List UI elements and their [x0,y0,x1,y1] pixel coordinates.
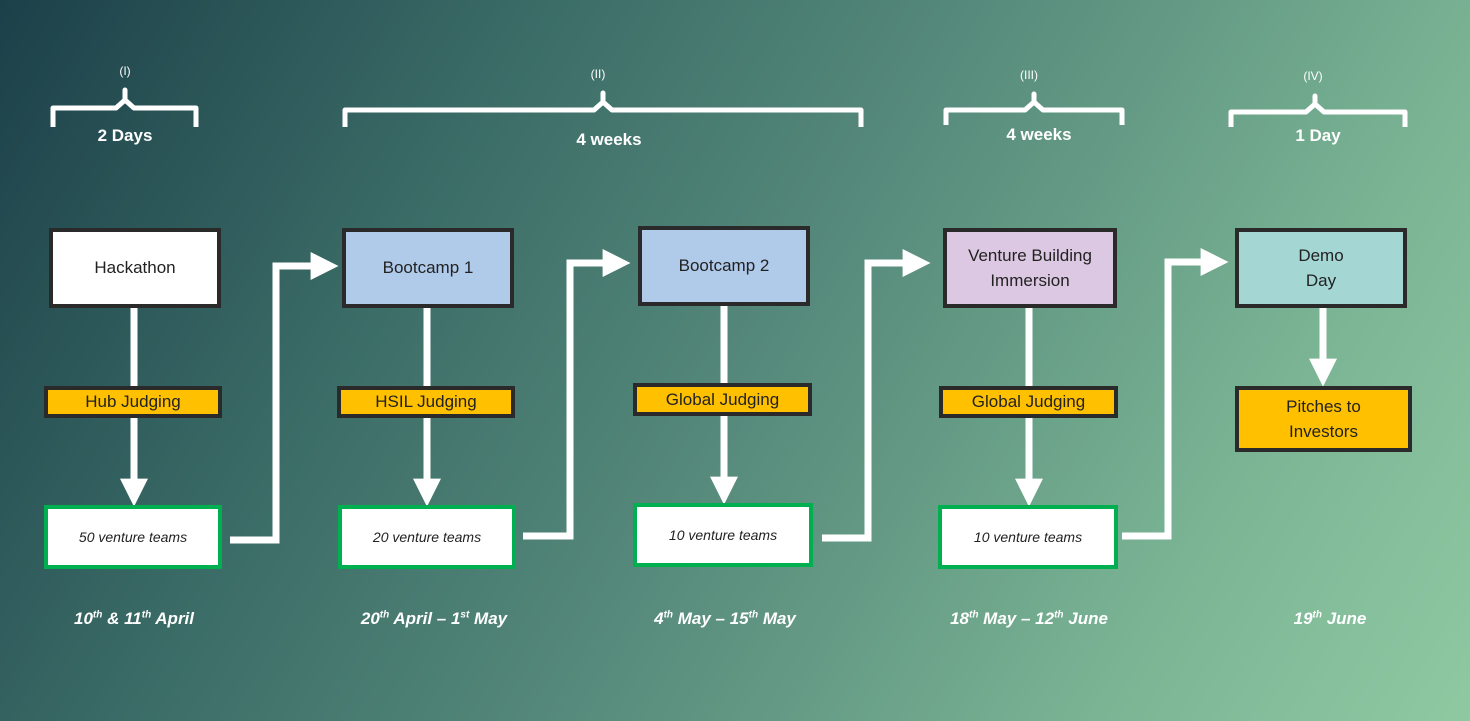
phase-2-duration: 4 weeks [576,130,642,149]
arrow-teams3-to-immersion [822,249,931,542]
pitches-to-investors: Pitches to Investors [1235,386,1412,452]
teams-label: 20 venture teams [372,529,482,545]
date-bootcamp-1: 20th April – 1st May [360,609,508,628]
judging-hsil: HSIL Judging [337,386,515,418]
judging-label: Hub Judging [85,392,181,412]
stage-label: Venture Building Immersion [968,245,1092,291]
arrow-teams1-to-bootcamp1 [230,252,339,544]
date-immersion: 18th May – 12th June [950,609,1108,628]
stage-bootcamp-2: Bootcamp 2 [638,226,810,306]
phase-3-numeral: (III) [1020,68,1038,82]
stage-hackathon: Hackathon [49,228,221,308]
stage-label: Bootcamp 2 [678,256,770,276]
stage-label: Hackathon [94,258,176,278]
brace-phase-1 [50,87,199,127]
brace-phase-2 [342,90,864,127]
teams-after-bootcamp-1: 20 venture teams [338,505,516,569]
date-bootcamp-2: 4th May – 15th May [654,609,796,628]
phase-1-numeral: (I) [119,64,131,78]
stage-label: Bootcamp 1 [382,258,474,278]
judging-global-2: Global Judging [939,386,1118,418]
stage-bootcamp-1: Bootcamp 1 [342,228,514,308]
phase-3-duration: 4 weeks [1006,125,1072,144]
arrow-teams2-to-bootcamp2 [523,249,631,540]
brace-phase-4 [1228,93,1408,127]
stage-venture-building-immersion: Venture Building Immersion [943,228,1117,308]
date-hackathon: 10th & 11th April [73,609,195,628]
phase-4-numeral: (IV) [1303,69,1323,83]
teams-after-bootcamp-2: 10 venture teams [633,503,813,567]
judging-global-1: Global Judging [633,383,812,416]
brace-phase-3 [943,91,1125,125]
teams-label: 10 venture teams [668,527,778,543]
teams-label: 10 venture teams [973,529,1083,545]
date-demo-day: 19th June [1293,609,1367,628]
stage-demo-day: Demo Day [1235,228,1407,308]
phase-4-duration: 1 Day [1295,126,1341,145]
outcome-label: Pitches to Investors [1286,396,1361,442]
phase-2-numeral: (II) [590,67,606,81]
teams-label: 50 venture teams [78,529,188,545]
judging-label: HSIL Judging [375,392,477,412]
judging-hub: Hub Judging [44,386,222,418]
phase-1-duration: 2 Days [97,126,153,145]
arrow-teams4-to-demo [1122,248,1229,540]
judging-label: Global Judging [971,392,1086,412]
teams-after-hackathon: 50 venture teams [44,505,222,569]
stage-label: Demo Day [1298,245,1344,291]
teams-after-immersion: 10 venture teams [938,505,1118,569]
judging-label: Global Judging [665,389,780,409]
